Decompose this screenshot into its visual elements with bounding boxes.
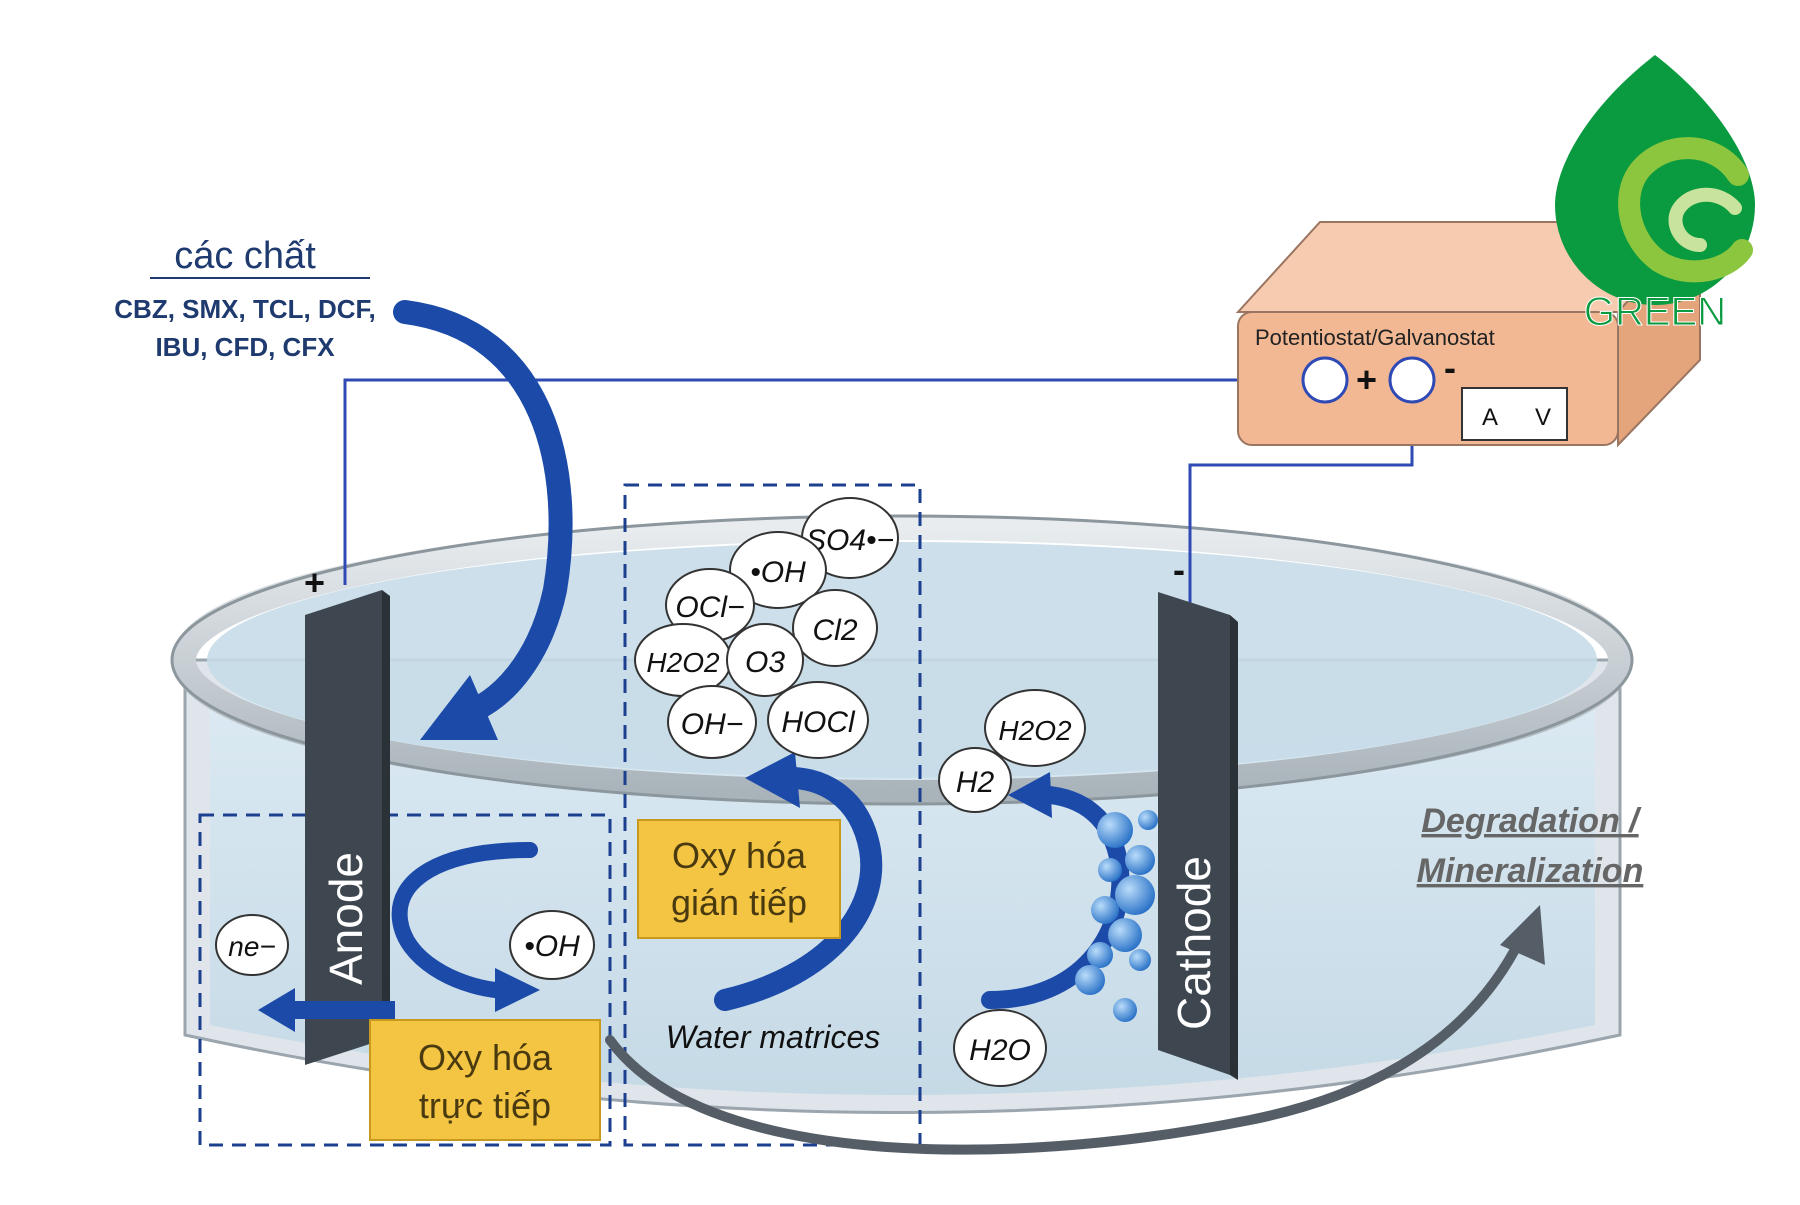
pollutant-input-arrow <box>393 300 573 727</box>
bubble <box>1125 845 1155 875</box>
cathode-sign: - <box>1173 549 1185 590</box>
green-logo: GREEN <box>1555 55 1755 335</box>
anode-cycle-arrowhead <box>495 968 540 1012</box>
anode-sign: + <box>304 562 325 603</box>
gas-bubbles <box>1075 810 1158 1022</box>
species-ocl: OCl− <box>675 591 744 624</box>
cathode-label: Cathode <box>1168 856 1220 1030</box>
bubble <box>1075 965 1105 995</box>
cathode-plate <box>1158 592 1230 1075</box>
logo-text: GREEN <box>1584 290 1726 334</box>
meter-a: A <box>1482 404 1498 431</box>
input-substances: các chất CBZ, SMX, TCL, DCF, IBU, CFD, C… <box>114 235 375 362</box>
indirect-oxidation-arrowhead <box>745 752 800 808</box>
species-bubble-cl2 <box>792 589 878 667</box>
direct-oxidation-line1: Oxy hóa <box>418 1037 553 1078</box>
reactor-vessel <box>170 514 1634 1114</box>
bubble <box>1098 858 1122 882</box>
substances-line2: IBU, CFD, CFX <box>155 332 335 362</box>
logo-swirl-inner <box>1668 187 1742 252</box>
pollutant-input-arrowhead <box>420 675 498 740</box>
species-bubble-oh <box>729 531 827 609</box>
bubble <box>1097 812 1133 848</box>
cathode-flow-arrowhead <box>1008 772 1052 818</box>
cathode-electrode: Cathode - <box>1158 549 1238 1080</box>
water-volume <box>210 690 1595 1095</box>
species-oh-anode: •OH <box>524 930 580 963</box>
anode-species: ne− •OH <box>215 910 595 980</box>
anode-plate-edge <box>382 590 390 1046</box>
degradation-arrowhead <box>1500 905 1545 965</box>
indirect-oxidation-label: Oxy hóa gián tiếp <box>637 819 841 939</box>
water-surface <box>207 542 1597 778</box>
water-matrices-label: Water matrices <box>666 1019 881 1055</box>
indirect-oxidation-box <box>637 819 841 939</box>
bubble <box>1091 896 1119 924</box>
substances-heading: các chất <box>174 235 316 277</box>
negative-terminal <box>1388 356 1436 404</box>
cathode-species: H2O2 H2 H2O <box>938 689 1086 1087</box>
species-bubble-oh-minus <box>667 685 757 759</box>
positive-terminal <box>1301 356 1349 404</box>
vessel-rim-edge <box>170 514 1634 806</box>
species-ne: ne− <box>228 931 276 962</box>
meter-v: V <box>1535 404 1551 431</box>
anode-label: Anode <box>320 852 372 985</box>
bubble <box>1138 810 1158 830</box>
positive-terminal-sign: + <box>1356 359 1377 400</box>
degradation-line2: Mineralization <box>1417 852 1644 890</box>
anode-wire <box>343 378 1325 585</box>
bubble <box>1087 942 1113 968</box>
species-bubble-hocl <box>767 681 869 759</box>
species-bubble-o3 <box>726 623 804 697</box>
oxidant-species: SO4•− •OH OCl− Cl2 H2O2 O3 OH− HOCl <box>634 497 899 759</box>
species-bubble-h2o <box>953 1009 1047 1087</box>
degradation-line1: Degradation / <box>1421 802 1642 840</box>
anode-cycle-arrow <box>391 842 538 998</box>
species-h2o: H2O <box>969 1034 1031 1067</box>
bubble <box>1113 998 1137 1022</box>
logo-swirl-outer <box>1618 137 1753 283</box>
direct-oxidation-label: Oxy hóa trực tiếp <box>369 1019 601 1141</box>
direct-oxidation-box <box>369 1019 601 1141</box>
negative-terminal-sign: - <box>1444 347 1456 388</box>
species-bubble-h2 <box>938 747 1012 813</box>
species-hocl: HOCl <box>781 706 856 739</box>
substances-line1: CBZ, SMX, TCL, DCF, <box>114 294 375 324</box>
meter-display <box>1461 387 1568 441</box>
indirect-oxidation-arrow <box>714 766 883 1011</box>
potentiostat-label: Potentiostat/Galvanostat <box>1255 325 1495 350</box>
anode-electrode: Anode + <box>304 562 390 1065</box>
electron-flow-arrowhead <box>258 988 295 1032</box>
degradation-label: Degradation / Mineralization <box>1417 802 1644 890</box>
species-bubble-h2o2-cathode <box>984 689 1086 767</box>
direct-oxidation-line2: trực tiếp <box>419 1085 551 1126</box>
species-bubble-ne <box>215 914 289 976</box>
species-oh-minus: OH− <box>681 708 744 741</box>
species-oh-radical: •OH <box>750 556 806 589</box>
vessel-rim <box>172 516 1632 804</box>
indirect-oxidation-line1: Oxy hóa <box>672 835 807 876</box>
direct-oxidation-region <box>198 813 612 1147</box>
species-h2o2: H2O2 <box>646 647 720 678</box>
indirect-oxidation-line2: gián tiếp <box>671 882 807 923</box>
cathode-plate-edge <box>1230 615 1238 1080</box>
bubble <box>1108 918 1142 952</box>
species-o3: O3 <box>745 646 785 679</box>
species-cl2: Cl2 <box>812 614 857 647</box>
degradation-arrow <box>605 935 1525 1155</box>
anode-plate <box>305 590 382 1065</box>
species-h2: H2 <box>956 766 995 799</box>
indirect-oxidation-region <box>623 483 922 1147</box>
bubble <box>1129 949 1151 971</box>
bubble <box>1115 875 1155 915</box>
species-bubble-oh-anode <box>509 910 595 980</box>
species-h2o2-cathode: H2O2 <box>998 715 1072 746</box>
